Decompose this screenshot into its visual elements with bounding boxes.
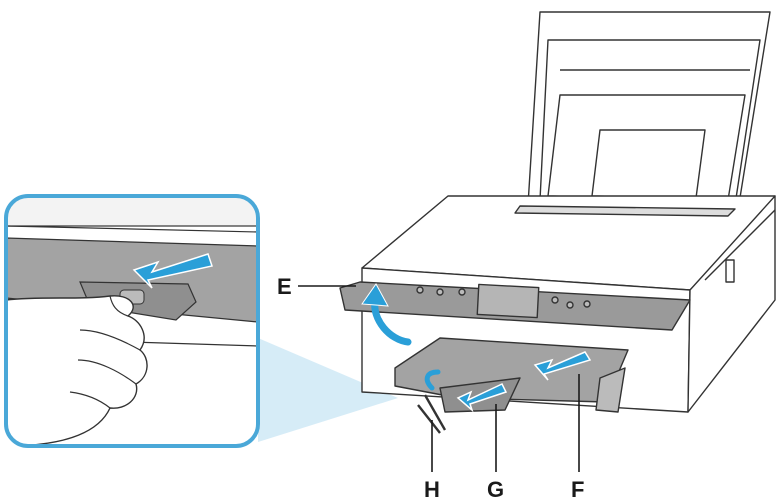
label-g: G [487,477,504,502]
paper-support [527,11,771,211]
printer-side [687,195,776,413]
zoom-inset-border [4,194,260,448]
zoom-inset [6,196,258,446]
tray-extension [595,367,626,413]
label-e: E [277,274,292,299]
blue-arrow-icon [132,253,213,289]
label-h: H [424,477,440,502]
printer [339,11,776,434]
blue-arrow-icon [533,351,592,381]
callout-lines [298,285,580,472]
label-f: F [571,477,584,502]
zoom-projection [258,338,398,442]
blue-curved-arrow-icon [361,283,389,307]
blue-curved-arrow-icon [424,369,441,391]
blue-arrow-icon [456,383,508,413]
hand [6,295,148,446]
panel-screen [476,283,540,319]
blue-curved-arrow-icon [371,296,412,346]
